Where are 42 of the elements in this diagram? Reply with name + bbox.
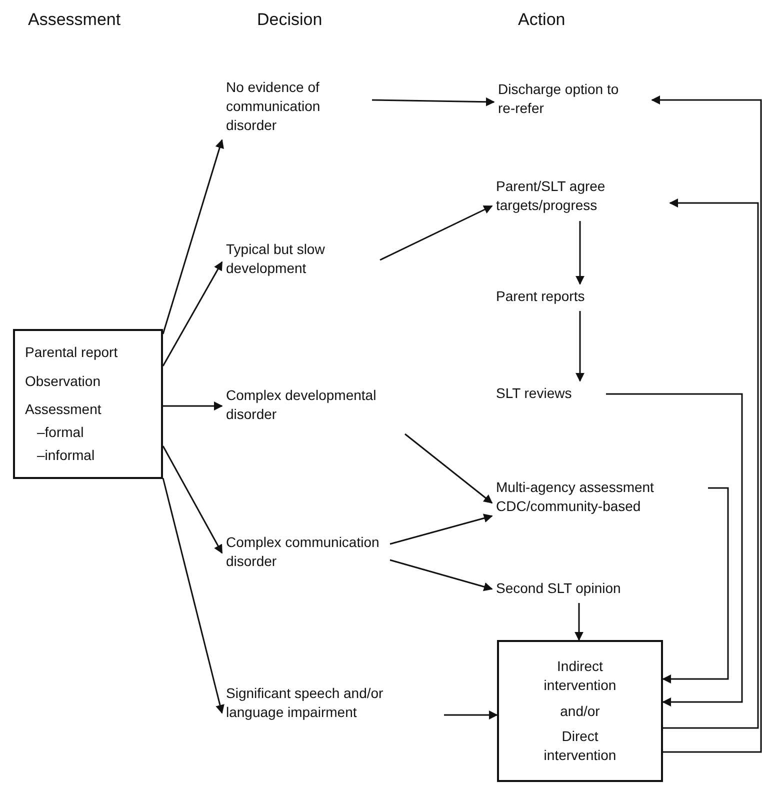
column-heading: Assessment <box>28 10 121 30</box>
arrow <box>444 710 498 720</box>
node-text: SLT reviews <box>496 384 572 403</box>
arrow <box>663 198 759 729</box>
arrow <box>576 221 584 285</box>
arrow <box>576 311 584 382</box>
node-text: Indirect intervention <box>542 656 618 695</box>
arrow <box>162 446 223 554</box>
node-text: Parent reports <box>496 287 585 306</box>
node-text: Assessment <box>25 400 102 420</box>
node-text: No evidence of communication disorder <box>226 78 322 135</box>
node-text: Parental report <box>25 342 118 362</box>
node-text: Complex developmental disorder <box>226 386 378 424</box>
arrow <box>651 96 762 753</box>
node-text: Complex communication disorder <box>226 533 380 571</box>
node-text: Direct intervention <box>542 727 618 766</box>
column-heading: Action <box>518 10 566 30</box>
node-text: –formal <box>36 423 84 442</box>
process-box <box>497 640 663 782</box>
node-text: Significant speech and/or language impairment <box>226 684 384 722</box>
arrow <box>606 393 743 706</box>
column-heading: Decision <box>257 10 322 30</box>
node-text: Typical but slow development <box>226 240 326 278</box>
arrow <box>380 205 493 261</box>
arrow <box>404 433 493 504</box>
node-text: Second SLT opinion <box>496 579 621 598</box>
node-text: –informal <box>36 446 95 466</box>
node-text: Parent/SLT agree targets/progress <box>496 177 606 215</box>
arrow <box>390 559 493 592</box>
process-box <box>13 329 163 479</box>
node-text: Discharge option to re-refer <box>498 80 620 118</box>
node-text: and/or <box>560 702 600 720</box>
node-text: Multi-agency assessment CDC/community-based <box>496 478 655 516</box>
arrow <box>662 487 729 684</box>
arrow <box>390 514 493 545</box>
arrow <box>162 139 224 334</box>
arrow <box>372 97 495 106</box>
arrow <box>162 261 223 366</box>
arrow <box>574 603 584 641</box>
arrow <box>163 402 223 410</box>
arrow <box>162 478 224 714</box>
node-text: Observation <box>25 372 100 391</box>
